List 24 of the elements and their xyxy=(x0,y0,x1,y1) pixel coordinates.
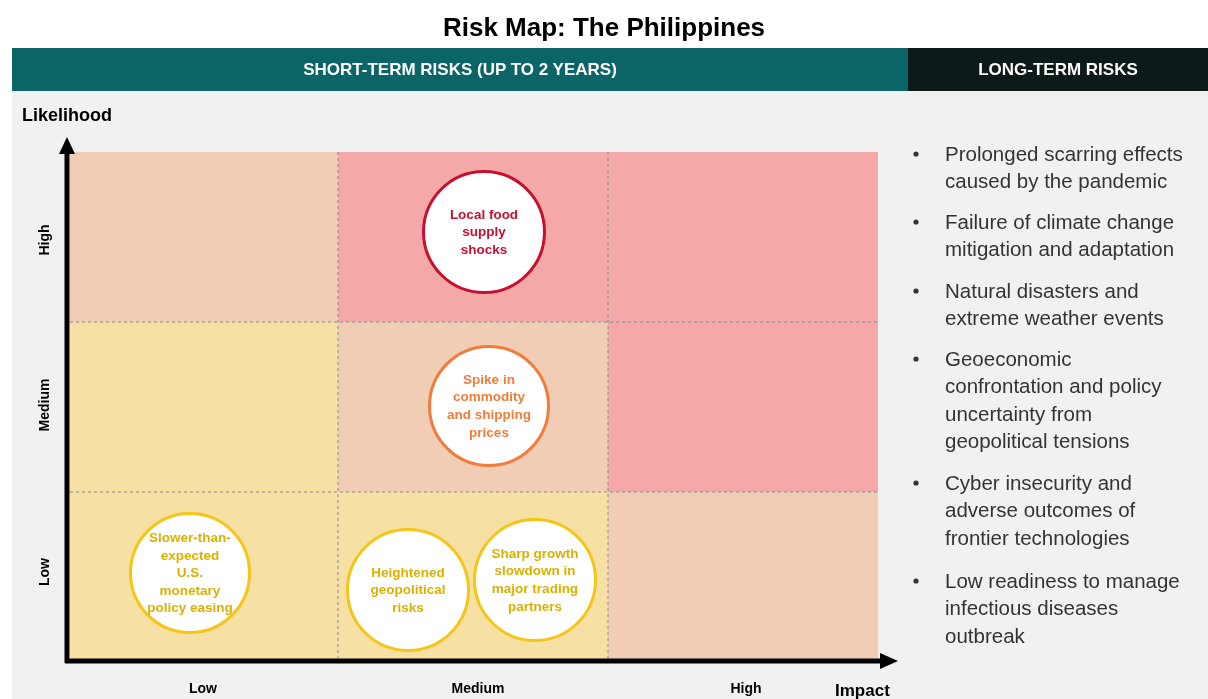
axis-tick-label: Low xyxy=(189,680,217,696)
axis-tick-label: High xyxy=(730,680,762,696)
risk-list-item: Cyber insecurity and adverse outcomes of frontier technologies xyxy=(945,470,1137,551)
axis-tick-label: Low xyxy=(36,558,52,586)
header-band xyxy=(12,48,908,91)
risk-list-item: Low readiness to manage infectious diseases outbreak xyxy=(945,568,1181,649)
risk-list-item: Geoeconomic confrontation and policy uncertainty from geopolitical tensions xyxy=(945,346,1163,454)
header-text: SHORT-TERM RISKS (UP TO 2 YEARS) xyxy=(303,59,617,80)
risk-label: Sharp growth slowdown in major trading partners xyxy=(490,544,580,616)
risk-list-item: Natural disasters and extreme weather events xyxy=(945,278,1165,332)
risk-label: Heightened geopolitical risks xyxy=(369,563,447,617)
axis-title: Impact xyxy=(835,681,890,699)
axis-tick-label: Medium xyxy=(36,378,52,432)
header-band xyxy=(908,48,1208,91)
risk-list-item: Prolonged scarring effects caused by the pandemic xyxy=(945,141,1184,195)
axis-tick-label: Medium xyxy=(451,680,505,696)
risk-label: Spike in commodity and shipping prices xyxy=(446,370,532,442)
axis-tick-label: High xyxy=(36,224,52,256)
axis-title: Likelihood xyxy=(22,105,112,126)
risk-label: Slower-than-expected U.S. monetary policy easing xyxy=(146,529,234,617)
header-text: LONG-TERM RISKS xyxy=(978,59,1138,80)
chart-title: Risk Map: The Philippines xyxy=(441,12,767,43)
risk-label: Local food supply shocks xyxy=(448,205,520,259)
risk-list-item: Failure of climate change mitigation and adaptation xyxy=(945,209,1176,263)
